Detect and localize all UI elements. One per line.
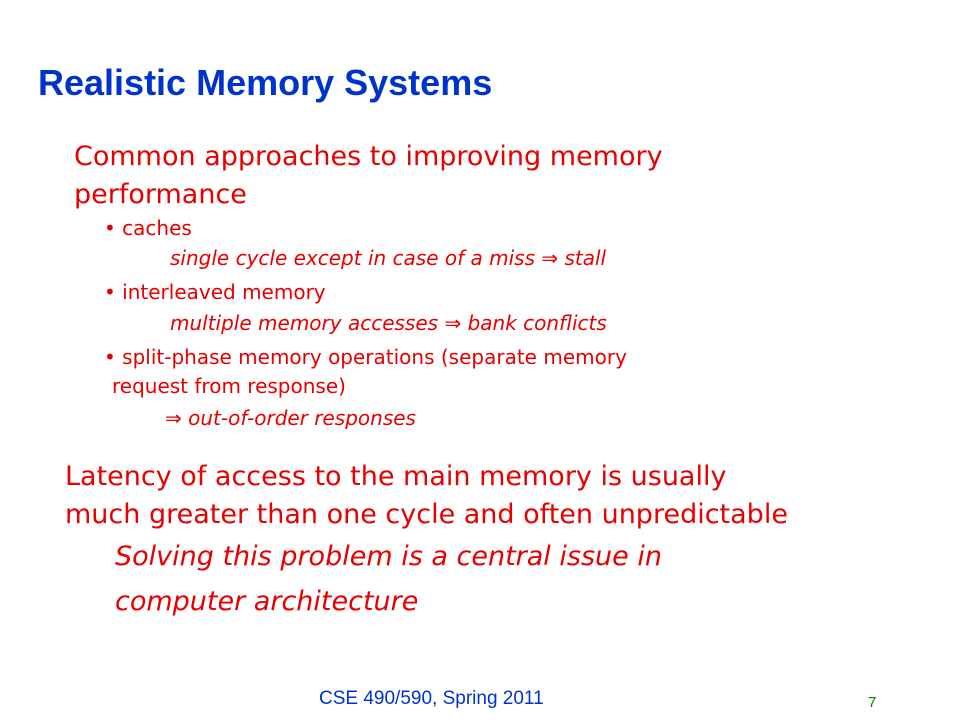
implies-arrow-icon: ⇒ bbox=[444, 311, 462, 335]
bullet-interleaved-detail: multiple memory accesses ⇒ bank conflict… bbox=[170, 310, 607, 336]
slide-title: Realistic Memory Systems bbox=[38, 62, 493, 103]
interleaved-detail-tail: bank conflicts bbox=[467, 311, 607, 335]
bullet-split-phase-continued: request from response) bbox=[112, 374, 346, 398]
bullet-caches: • caches bbox=[104, 216, 192, 240]
lead-2-line-1: Latency of access to the main memory is … bbox=[65, 461, 727, 492]
lead-2-line-2: much greater than one cycle and often un… bbox=[65, 499, 788, 530]
caches-detail-tail: stall bbox=[564, 246, 607, 270]
caches-detail-text: single cycle except in case of a miss bbox=[170, 246, 535, 270]
lead-1-line-2: performance bbox=[74, 179, 247, 210]
interleaved-detail-text: multiple memory accesses bbox=[170, 311, 439, 335]
implies-arrow-icon: ⇒ bbox=[165, 406, 182, 430]
bullet-caches-detail: single cycle except in case of a miss ⇒ … bbox=[170, 245, 606, 271]
lead-paragraph-2: Latency of access to the main memory is … bbox=[65, 458, 788, 534]
split-phase-detail-tail: out-of-order responses bbox=[188, 406, 416, 430]
page-number: 7 bbox=[868, 694, 877, 711]
emphasis-line-2: computer architecture bbox=[115, 586, 419, 617]
slide-footer: CSE 490/590, Spring 2011 bbox=[319, 688, 544, 709]
emphasis-paragraph: Solving this problem is a central issue … bbox=[115, 534, 662, 624]
emphasis-line-1: Solving this problem is a central issue … bbox=[115, 541, 662, 572]
lead-1-line-1: Common approaches to improving memory bbox=[74, 141, 663, 172]
lead-paragraph-1: Common approaches to improving memory pe… bbox=[74, 138, 663, 214]
implies-arrow-icon: ⇒ bbox=[541, 246, 559, 270]
bullet-split-phase-detail: ⇒ out-of-order responses bbox=[165, 405, 416, 431]
bullet-split-phase: • split-phase memory operations (separat… bbox=[104, 345, 627, 369]
bullet-interleaved-memory: • interleaved memory bbox=[104, 280, 326, 304]
